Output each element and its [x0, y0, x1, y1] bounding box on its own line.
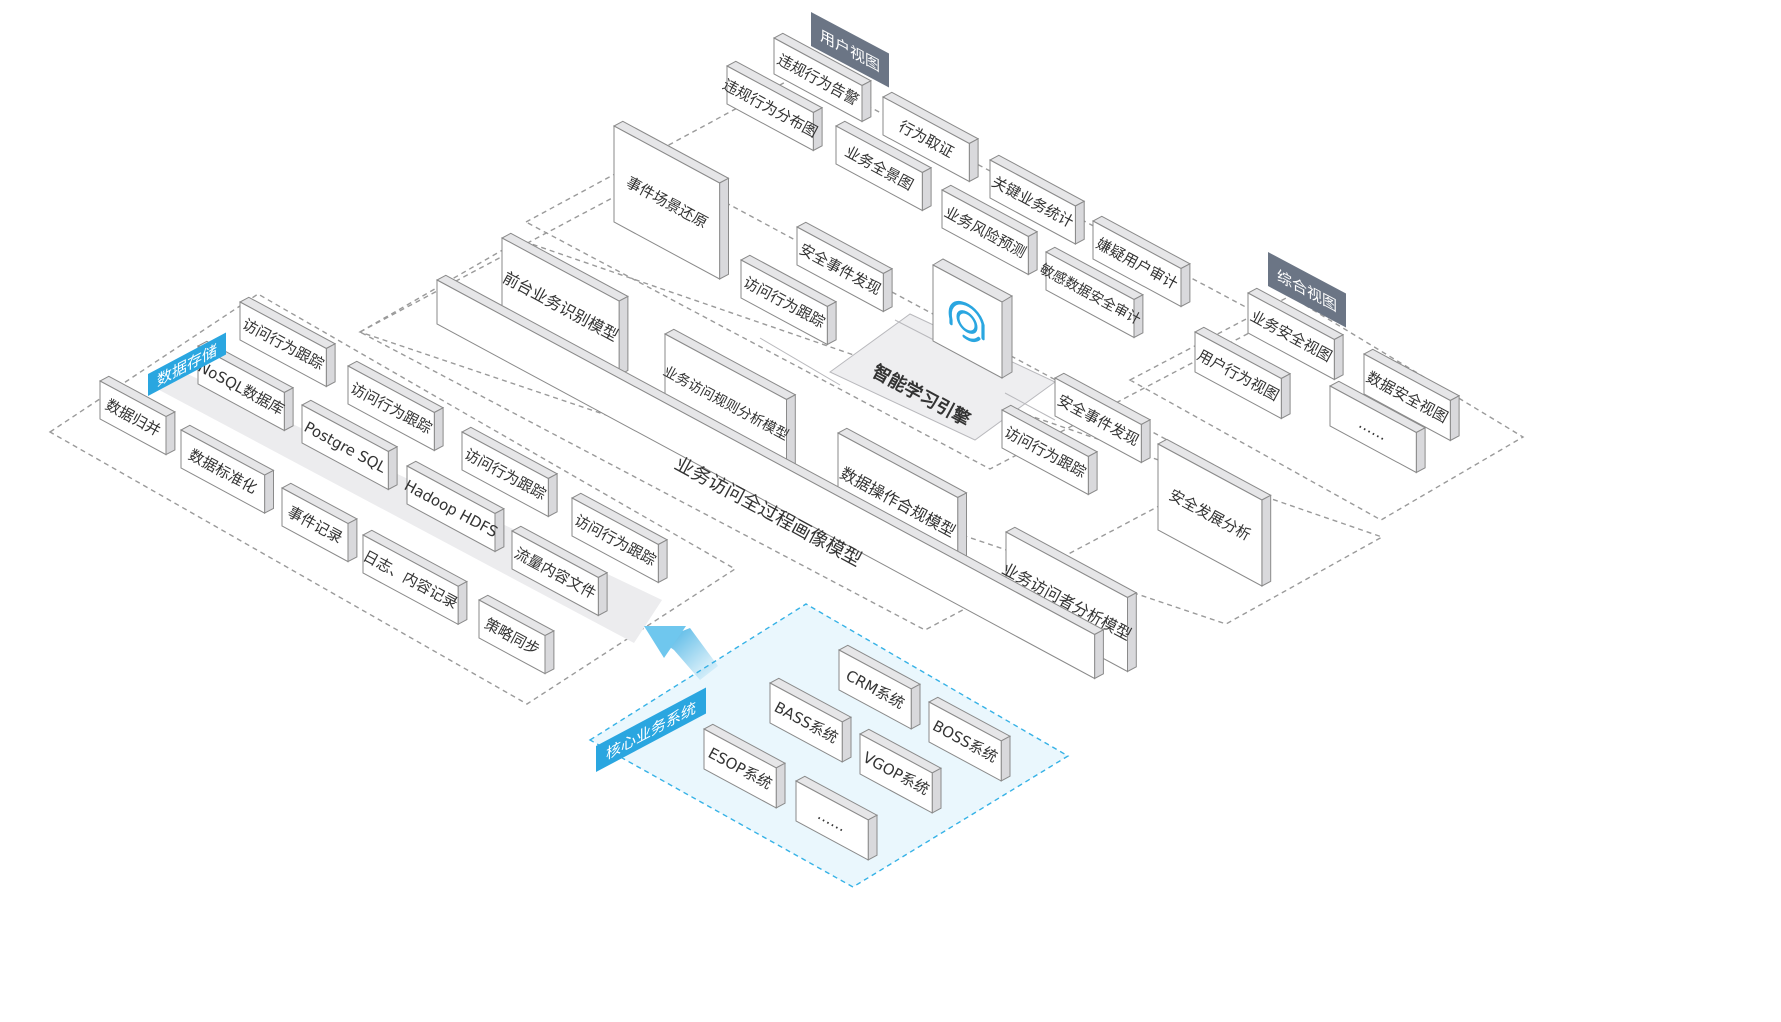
module-event-scene-restore: 事件场景还原 [612, 120, 730, 280]
module-user-behavior-view: 用户行为视图 [1193, 326, 1292, 420]
module-esop: ESOP系统 [702, 723, 787, 809]
module-data-standardize: 数据标准化 [179, 424, 275, 514]
module-suspect-user-audit: 嫌疑用户审计 [1091, 215, 1191, 308]
module-access-tracking-5: 访问行为跟踪 [460, 426, 559, 518]
module-security-trend: 安全发展分析 [1156, 438, 1272, 587]
engine-connector [1004, 392, 1056, 421]
module-business-panorama: 业务全景图 [834, 120, 933, 212]
module-event-record: 事件记录 [280, 482, 358, 563]
headset-user-icon [948, 300, 985, 343]
module-policy-sync: 策略同步 [477, 594, 555, 675]
module-core-more: …… [794, 775, 879, 861]
module-business-risk-forecast: 业务风险预测 [940, 184, 1039, 276]
module-behavior-evidence: 行为取证 [881, 91, 980, 183]
flow-arrow [644, 626, 718, 680]
engine-connector [759, 337, 841, 386]
module-crm: CRM系统 [837, 644, 922, 730]
module-composite-more: …… [1328, 380, 1427, 474]
module-data-security-view: 数据安全视图 [1362, 348, 1461, 442]
module-layer: 违规行为告警违规行为分布图行为取证业务全景图关键业务统计业务风险预测嫌疑用户审计… [98, 32, 1461, 861]
storage-zone [48, 293, 737, 705]
composite-zone [1128, 295, 1525, 521]
module-access-tracking-3: 访问行为跟踪 [238, 296, 337, 388]
